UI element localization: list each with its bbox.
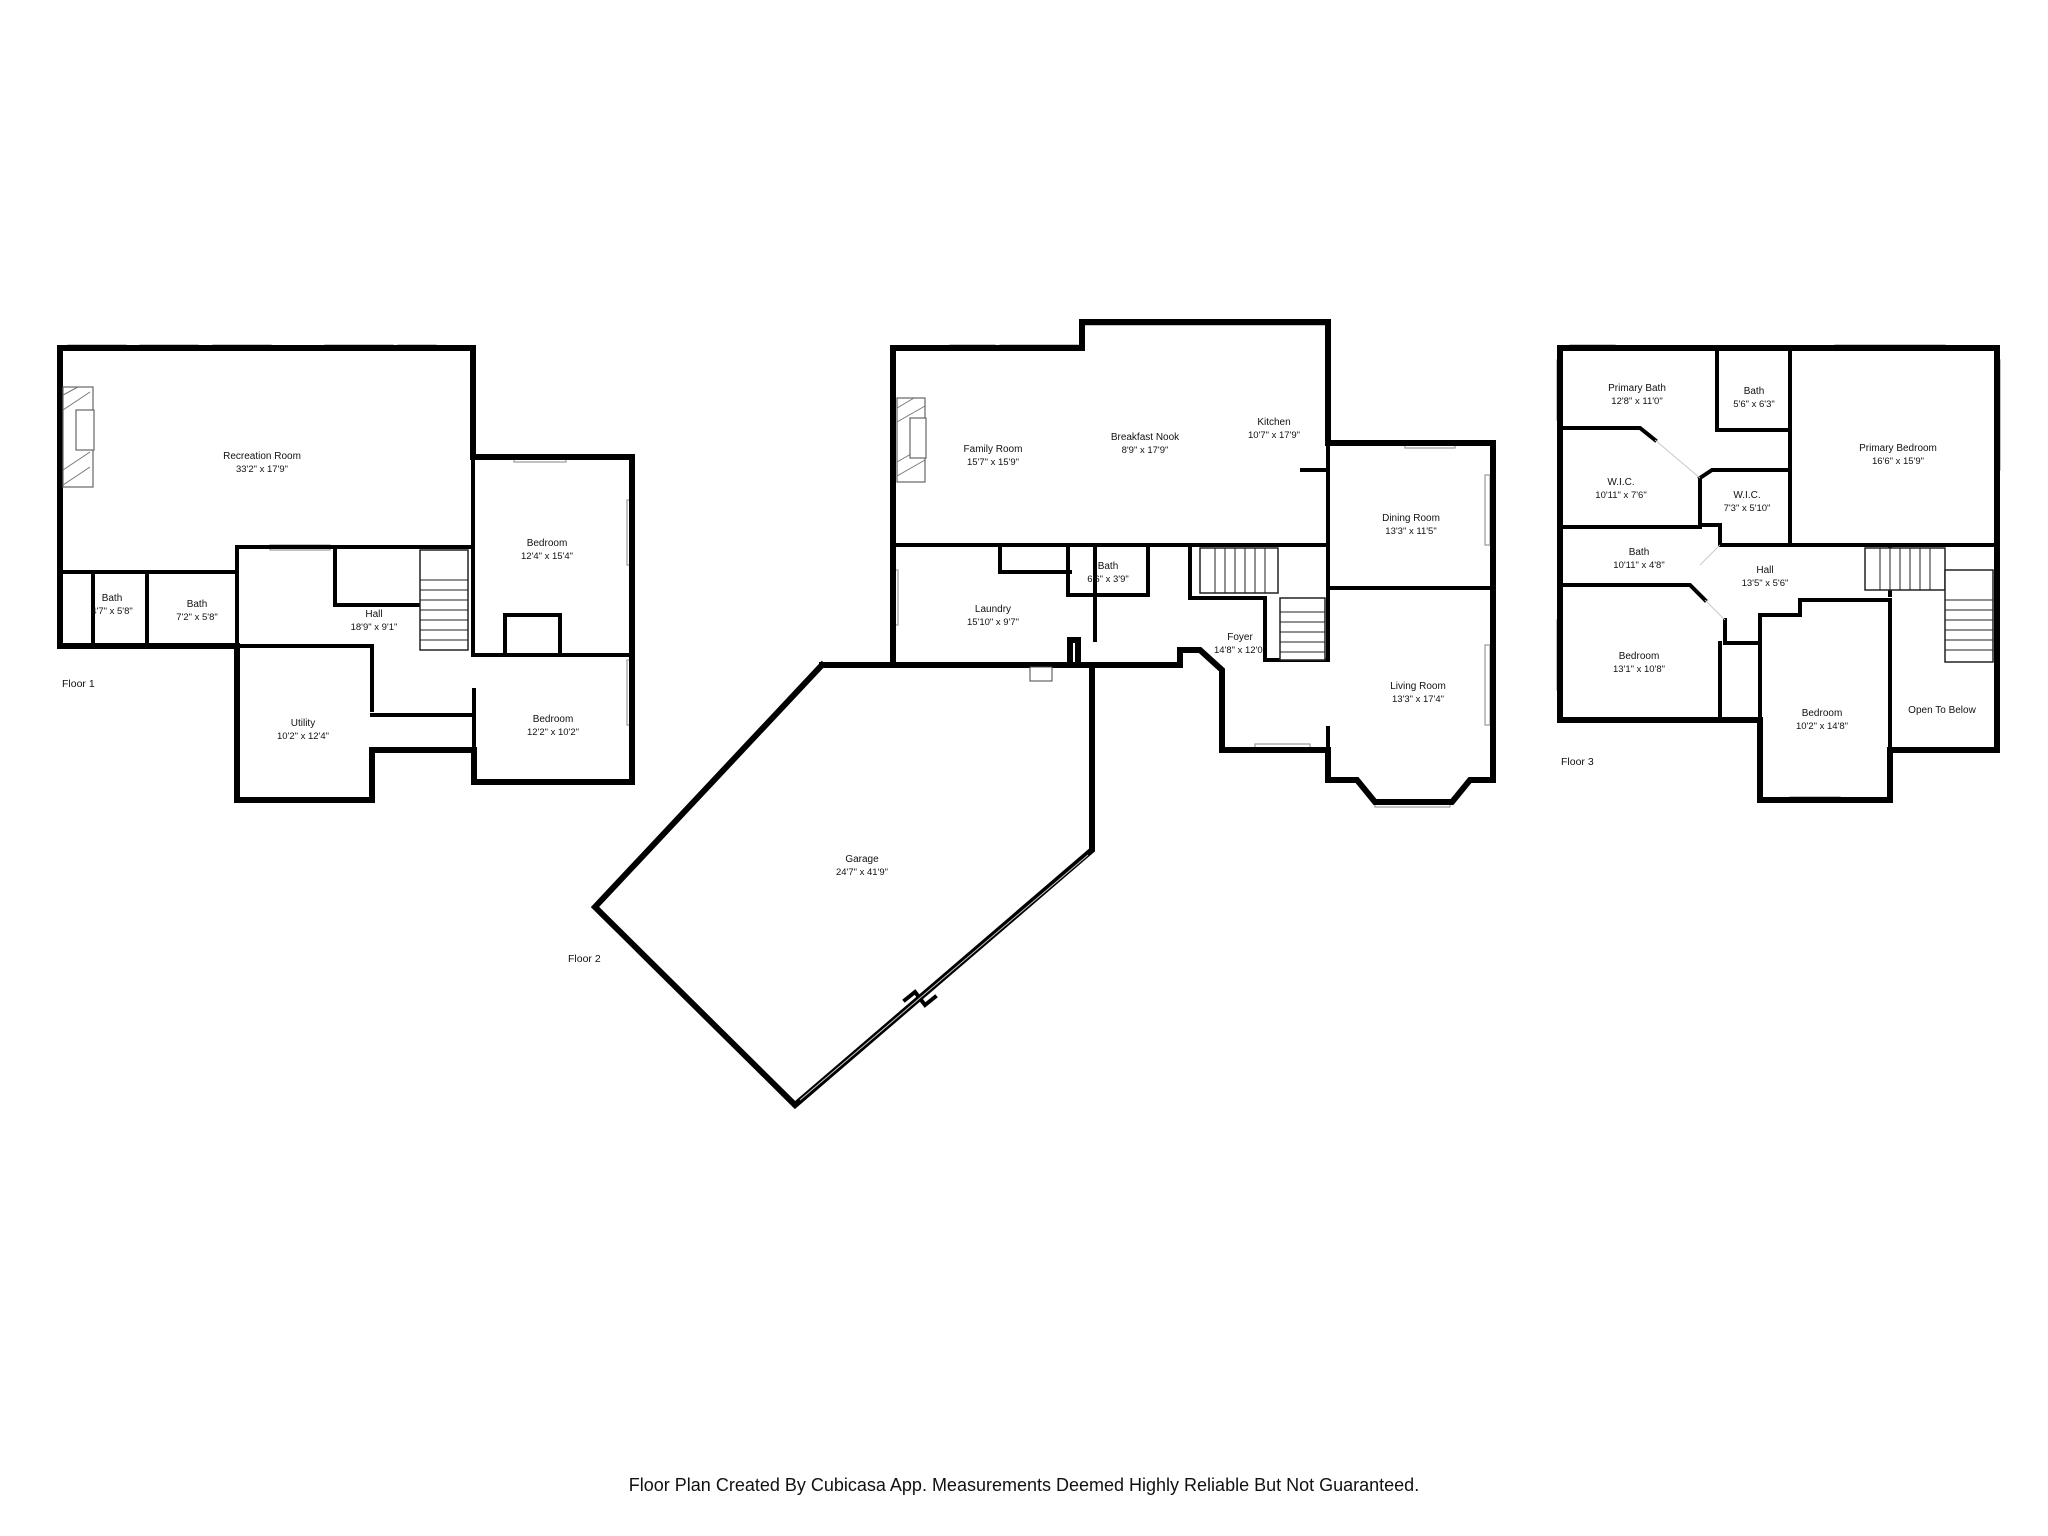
- floor-3-outer-wall: [1557, 345, 2000, 803]
- room-name: Primary Bedroom: [1859, 443, 1937, 454]
- room-dims: 10'7" x 17'9": [1248, 430, 1300, 441]
- room-dims: 14'8" x 12'0": [1214, 645, 1266, 656]
- floor-1-stairs: [419, 549, 469, 651]
- room-name: Hall: [1756, 565, 1773, 576]
- room-dims: 10'11" x 7'6": [1595, 490, 1646, 501]
- room-dims: 12'8" x 11'0": [1611, 396, 1662, 407]
- room-name: Bedroom: [1619, 651, 1660, 662]
- room-name: Kitchen: [1257, 417, 1290, 428]
- floor-2-fireplace: [896, 397, 927, 483]
- room-name: W.I.C.: [1733, 490, 1760, 501]
- room-name: Dining Room: [1382, 513, 1440, 524]
- room-name: Living Room: [1390, 681, 1446, 692]
- room-name: Hall: [365, 609, 382, 620]
- room-name: Garage: [845, 854, 879, 865]
- room-dims: 13'1" x 10'8": [1613, 664, 1665, 675]
- room-dims: 13'3" x 11'5": [1385, 526, 1436, 537]
- floor-1-label: Floor 1: [62, 678, 95, 690]
- room-dims: 10'2" x 14'8": [1796, 721, 1848, 732]
- room-name: Utility: [291, 718, 315, 729]
- floor-2-outer-wall: [890, 319, 1496, 805]
- floor-1-interior-walls: [58, 455, 634, 784]
- room-dims: 7'3" x 5'10": [1724, 503, 1771, 514]
- room-dims: 18'9" x 9'1": [351, 622, 398, 633]
- room-name: W.I.C.: [1607, 477, 1634, 488]
- room-name: Foyer: [1227, 632, 1253, 643]
- room-name: Breakfast Nook: [1111, 432, 1180, 443]
- room-name: Recreation Room: [223, 451, 301, 462]
- room-dims: 7'2" x 5'8": [176, 612, 218, 623]
- floor-1-windows: [67, 344, 633, 726]
- floor-2-doorstep: [1029, 666, 1053, 682]
- room-name: Bedroom: [1802, 708, 1843, 719]
- room-dims: 16'6" x 15'9": [1872, 456, 1924, 467]
- floor-3-label: Floor 3: [1561, 756, 1594, 768]
- room-name: Bath: [1629, 547, 1650, 558]
- room-dims: 13'5" x 5'6": [1742, 578, 1789, 589]
- room-name: Bath: [1744, 386, 1765, 397]
- room-dims: 15'10" x 9'7": [967, 617, 1019, 628]
- room-dims: 10'2" x 12'4": [277, 731, 329, 742]
- room-dims: 13'3" x 17'4": [1392, 694, 1444, 705]
- floor-1-fireplace: [62, 386, 95, 488]
- floor-3-stairs: [1864, 547, 1994, 663]
- floor-3-interior-walls: [1558, 346, 1999, 752]
- floor-2-garage-jog: [799, 854, 1089, 1101]
- room-name: Bath: [102, 593, 123, 604]
- floor-1-plan: [57, 344, 635, 803]
- room-name: Bath: [1098, 561, 1119, 572]
- room-dims: 12'4" x 15'4": [521, 551, 573, 562]
- room-dims: 8'9" x 17'9": [1122, 445, 1169, 456]
- floor-2-interior-walls: [891, 346, 1495, 782]
- floor-2-label: Floor 2: [568, 953, 601, 965]
- disclaimer-text: Floor Plan Created By Cubicasa App. Meas…: [628, 1475, 1420, 1495]
- room-dims: 33'2" x 17'9": [236, 464, 288, 475]
- room-name: Laundry: [975, 604, 1011, 615]
- room-dims: 12'2" x 10'2": [527, 727, 579, 738]
- room-dims: 15'7" x 15'9": [967, 457, 1019, 468]
- room-dims: 10'11" x 4'8": [1613, 560, 1664, 571]
- floor-2-garage-wall: [590, 660, 1095, 1110]
- room-name: Bedroom: [527, 538, 568, 549]
- room-dims: 4'7" x 5'8": [91, 606, 133, 617]
- room-dims: 5'6" x 6'3": [1733, 399, 1775, 410]
- room-name: Primary Bath: [1608, 383, 1666, 394]
- room-name: Bath: [187, 599, 208, 610]
- room-name: Family Room: [964, 444, 1023, 455]
- floor-3-plan: [1556, 344, 2001, 803]
- room-dims: 24'7" x 41'9": [836, 867, 888, 878]
- room-name: Bedroom: [533, 714, 574, 725]
- floor-2-stairs: [1199, 547, 1326, 661]
- floor-2-plan: [590, 319, 1496, 1110]
- room-dims: 6'6" x 3'9": [1087, 574, 1129, 585]
- floor-3-door-arcs: [1654, 439, 1726, 621]
- room-name: Open To Below: [1908, 705, 1976, 716]
